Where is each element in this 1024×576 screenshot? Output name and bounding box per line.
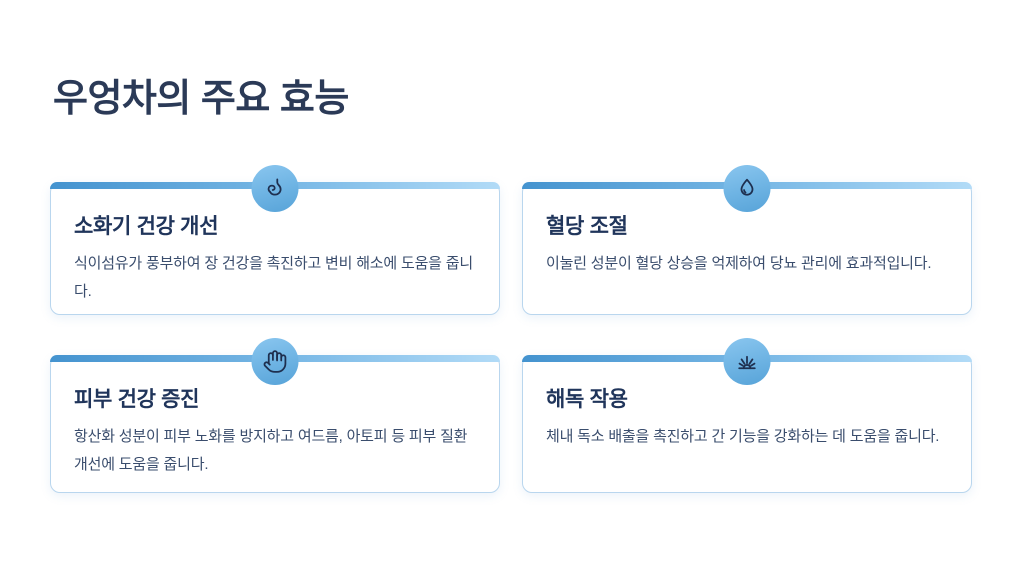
icon-badge	[723, 165, 771, 212]
icon-badge	[723, 338, 771, 385]
card-blood-sugar: 혈당 조절 이눌린 성분이 혈당 상승을 억제하여 당뇨 관리에 효과적입니다.	[522, 165, 972, 315]
icon-badge	[251, 165, 299, 212]
card-detox: 해독 작용 체내 독소 배출을 촉진하고 간 기능을 강화하는 데 도움을 줍니…	[522, 338, 972, 493]
card-description: 항산화 성분이 피부 노화를 방지하고 여드름, 아토피 등 피부 질환 개선에…	[74, 428, 468, 474]
sunrise-burst-icon	[735, 349, 760, 374]
droplet-icon	[735, 176, 760, 201]
card-title: 해독 작용	[546, 388, 628, 411]
card-title: 혈당 조절	[546, 215, 628, 238]
card-skin-health: 피부 건강 증진 항산화 성분이 피부 노화를 방지하고 여드름, 아토피 등 …	[50, 338, 500, 493]
page-title: 우엉차의 주요 효능	[53, 78, 349, 120]
card-description: 식이섬유가 풍부하여 장 건강을 촉진하고 변비 해소에 도움을 줍니다.	[74, 255, 473, 301]
card-title: 피부 건강 증진	[74, 388, 200, 411]
benefit-cards-grid: 소화기 건강 개선 식이섬유가 풍부하여 장 건강을 촉진하고 변비 해소에 도…	[50, 165, 972, 493]
card-title: 소화기 건강 개선	[74, 215, 219, 238]
hand-icon	[263, 349, 288, 374]
stomach-icon	[263, 176, 288, 201]
icon-badge	[251, 338, 299, 385]
card-description: 이눌린 성분이 혈당 상승을 억제하여 당뇨 관리에 효과적입니다.	[546, 255, 932, 273]
card-description: 체내 독소 배출을 촉진하고 간 기능을 강화하는 데 도움을 줍니다.	[546, 428, 940, 446]
card-digestive-health: 소화기 건강 개선 식이섬유가 풍부하여 장 건강을 촉진하고 변비 해소에 도…	[50, 165, 500, 315]
